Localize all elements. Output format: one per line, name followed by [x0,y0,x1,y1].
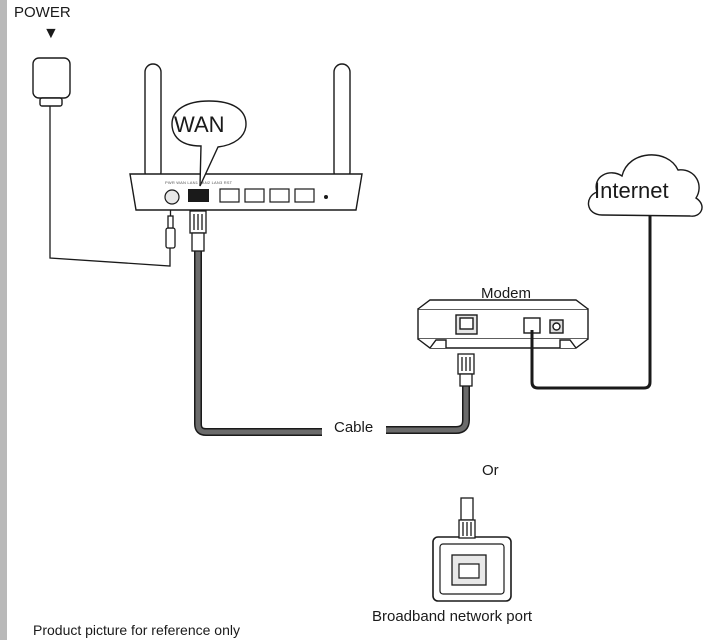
modem-label: Modem [481,285,532,302]
ethernet-cable [194,250,470,436]
modem-rj45-connector-icon [457,353,475,387]
down-triangle-icon: ▼ [43,25,59,42]
left-margin-rule [0,0,7,640]
wan-label: WAN [174,112,225,137]
cable-label: Cable [334,419,374,436]
cloud-icon [587,154,703,217]
wall-port-rj45-connector-icon [458,497,476,539]
power-cord [49,106,171,267]
power-adapter-icon [32,57,71,107]
ethernet-wall-port-icon [432,536,512,602]
broadband-port-label: Broadband network port [372,608,533,625]
reference-note: Product picture for reference only [33,622,240,638]
rj45-connector-icon [189,210,207,252]
modem-icon [417,299,589,349]
internet-line [530,216,652,390]
router-port-labels: PWR WAN LAN1 LAN2 LAN3 RST [165,180,233,185]
dc-plug-icon [165,206,176,249]
power-label: POWER [14,4,71,21]
router-icon [129,63,363,211]
or-label: Or [482,462,499,479]
internet-label: Internet [594,178,669,203]
wan-callout [171,100,247,187]
